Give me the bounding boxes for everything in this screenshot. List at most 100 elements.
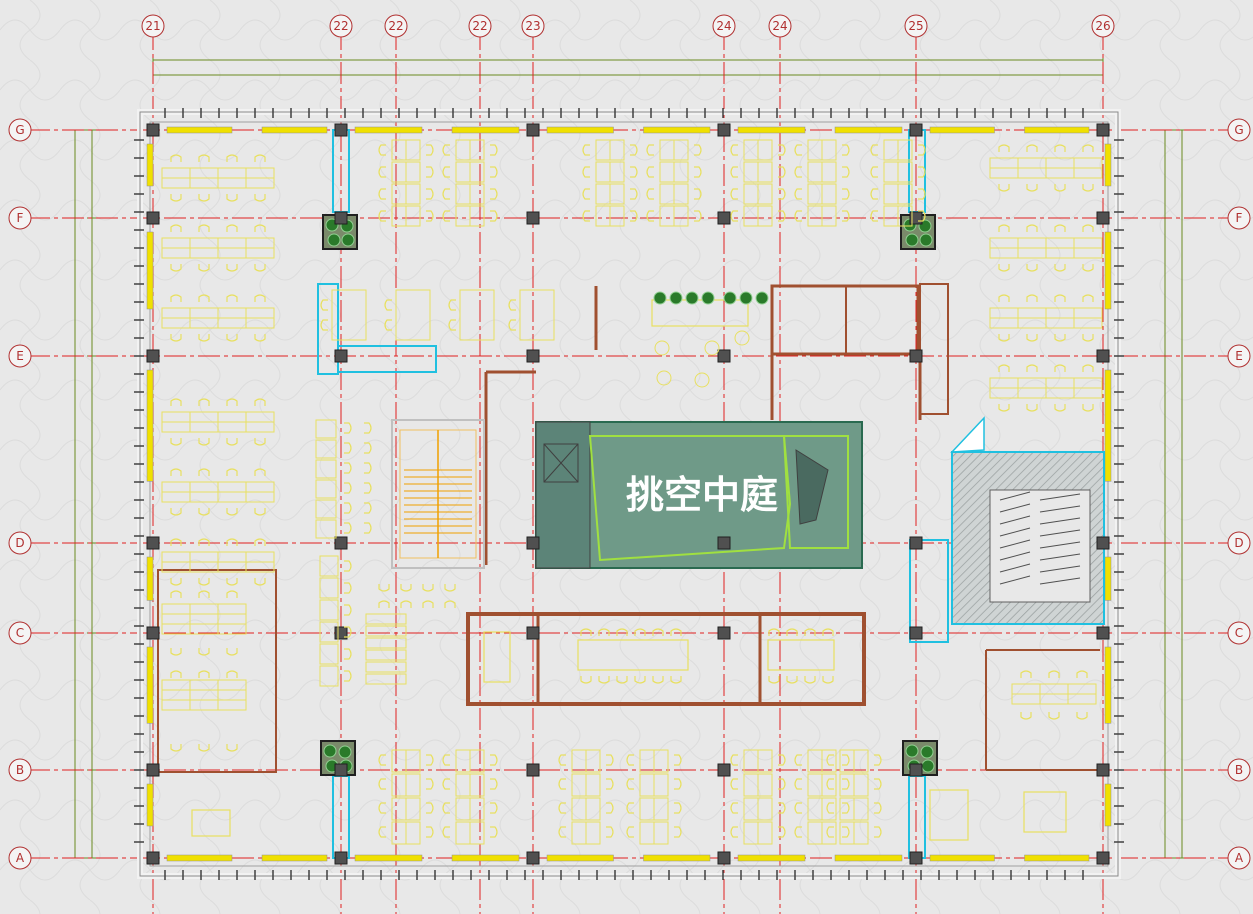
grid-bubble xyxy=(329,14,353,38)
column xyxy=(334,536,348,550)
desk xyxy=(315,419,337,439)
desk xyxy=(673,161,689,183)
desk xyxy=(757,821,773,845)
window xyxy=(546,854,614,862)
planter-pot xyxy=(701,291,715,305)
column xyxy=(146,123,160,137)
lounge-seat xyxy=(656,370,672,386)
column xyxy=(1096,851,1110,865)
window xyxy=(929,854,995,862)
lounge-seat xyxy=(694,372,710,388)
desk xyxy=(897,161,913,183)
column xyxy=(717,349,731,363)
desk xyxy=(653,797,669,821)
stair-step xyxy=(999,491,1081,501)
window xyxy=(146,143,154,187)
grid-bubble xyxy=(8,118,32,142)
grid-label: E xyxy=(1235,349,1243,363)
desk xyxy=(653,821,669,845)
desk xyxy=(853,797,869,821)
column xyxy=(146,626,160,640)
desk xyxy=(469,205,485,227)
grid-label: 21 xyxy=(145,19,160,33)
grid-label: B xyxy=(1235,763,1243,777)
stairwell-right xyxy=(950,416,1105,625)
desk xyxy=(1073,167,1103,179)
dimension-lines xyxy=(70,55,1187,859)
window xyxy=(1024,126,1090,134)
grid-label: A xyxy=(1235,851,1244,865)
grid-bubble xyxy=(521,14,545,38)
lounge-seat xyxy=(704,340,720,356)
desk xyxy=(821,161,837,183)
meeting-furniture xyxy=(191,299,1067,841)
desk xyxy=(315,519,337,539)
workstations xyxy=(161,139,1103,845)
planter-row xyxy=(653,291,769,305)
desk xyxy=(319,665,339,687)
grid-label: F xyxy=(17,211,24,225)
grid-bubble xyxy=(1227,531,1251,555)
grid-label: 26 xyxy=(1095,19,1110,33)
grid-bubble xyxy=(1227,758,1251,782)
grid-label: B xyxy=(16,763,24,777)
column xyxy=(526,763,540,777)
desk xyxy=(217,699,247,711)
lounge-seat xyxy=(734,330,750,346)
grid-label: 23 xyxy=(525,19,540,33)
column xyxy=(526,349,540,363)
desk xyxy=(245,177,275,189)
column xyxy=(909,851,923,865)
column xyxy=(334,123,348,137)
building-walls xyxy=(137,109,1121,879)
window-bands xyxy=(146,126,1112,862)
grid-bubble xyxy=(8,531,32,555)
desk xyxy=(315,479,337,499)
desk xyxy=(365,661,407,673)
desk xyxy=(405,183,421,205)
stair-step xyxy=(999,503,1081,513)
desk xyxy=(245,421,275,433)
desk xyxy=(853,773,869,797)
desk xyxy=(609,139,625,161)
planter-pot xyxy=(723,291,737,305)
grid-label: A xyxy=(16,851,25,865)
stair-step xyxy=(999,515,1081,525)
grid-bubble xyxy=(8,206,32,230)
grid-bubble xyxy=(384,14,408,38)
desk xyxy=(245,317,275,329)
desk xyxy=(585,749,601,773)
desk xyxy=(315,439,337,459)
grid-label: D xyxy=(15,536,24,550)
desk xyxy=(673,183,689,205)
desk xyxy=(853,821,869,845)
desk xyxy=(319,577,339,599)
grid-bubble xyxy=(1227,621,1251,645)
desk xyxy=(519,289,555,341)
column xyxy=(146,211,160,225)
grid-label: C xyxy=(1235,626,1243,640)
column xyxy=(717,123,731,137)
stairwell-left xyxy=(391,419,485,569)
column xyxy=(146,763,160,777)
column xyxy=(1096,763,1110,777)
window xyxy=(1104,231,1112,310)
desk xyxy=(469,773,485,797)
column xyxy=(909,536,923,550)
desk xyxy=(821,797,837,821)
window xyxy=(146,369,154,482)
desk xyxy=(1073,317,1103,329)
desk xyxy=(405,773,421,797)
desk xyxy=(757,797,773,821)
desk xyxy=(405,797,421,821)
window xyxy=(146,231,154,310)
window xyxy=(354,854,423,862)
window xyxy=(737,126,806,134)
facade-mullions xyxy=(134,108,1124,880)
grid-bubble xyxy=(712,14,736,38)
desk xyxy=(653,749,669,773)
grid-bubble xyxy=(8,758,32,782)
grid-label: D xyxy=(1234,536,1243,550)
window xyxy=(1104,646,1112,724)
